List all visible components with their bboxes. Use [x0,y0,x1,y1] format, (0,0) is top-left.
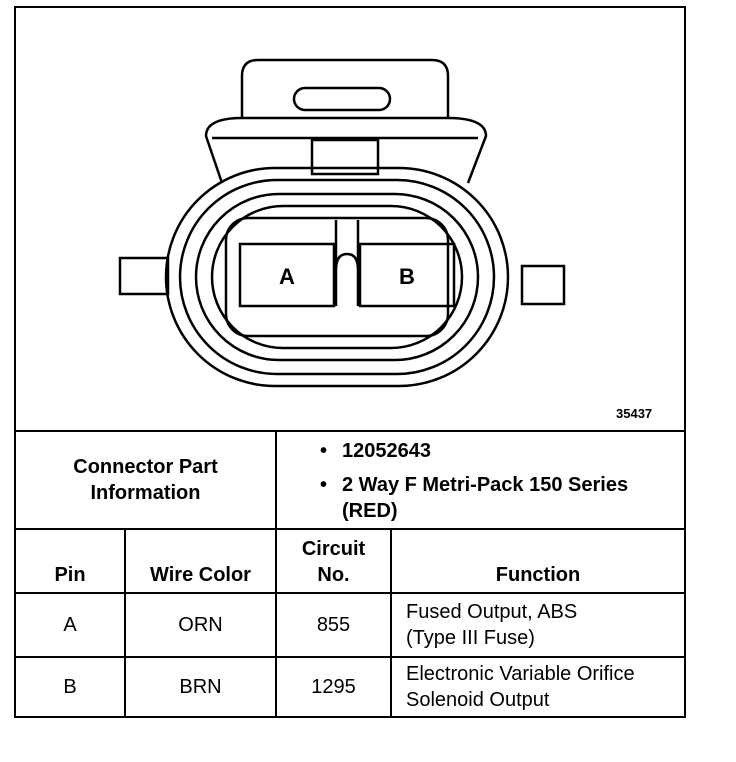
outer-shell [164,166,510,388]
seal-ring [210,204,464,350]
pin-cavity-b [358,242,456,308]
part-description: 2 Way F Metri-Pack 150 Series (RED) [342,474,629,522]
shell-ring-2 [178,178,496,376]
pin-label-a: A [279,264,295,289]
divider-col-2 [275,528,277,716]
cell-function: Fused Output, ABS (Type III Fuse) [406,601,578,649]
cell-circuit-no: 1295 [311,676,356,698]
bullet-mark: • [320,440,328,462]
figure-id: 35437 [616,406,653,421]
connector-latch-tab [240,58,450,118]
cavity-outline [224,216,450,338]
pin-cavity-a [238,242,336,308]
right-ear [520,264,566,306]
divider-header [16,592,684,594]
connector-face-drawing: A B [118,58,566,388]
divider-col-1 [124,528,126,716]
divider-row-a [16,656,684,658]
center-key [334,220,360,271]
bullet-mark: • [320,474,328,496]
cell-function: Electronic Variable Orifice Solenoid Out… [406,663,635,711]
latch-stem [310,138,380,176]
divider-part-col [275,430,277,528]
pin-label-b: B [399,264,415,289]
part-number: 12052643 [342,440,431,462]
part-info-item: • 12052643 [316,438,676,464]
left-ear [118,256,170,296]
shell-ring-3 [194,192,480,362]
header-circuit-no: Circuit No. [301,538,366,586]
divider-col-3 [390,528,392,716]
divider-top [16,430,684,432]
latch-slot [292,86,392,112]
part-info-item: • 2 Way F Metri-Pack 150 Series (RED) [316,472,676,524]
cell-wire-color: ORN [178,614,223,636]
cell-wire-color: BRN [179,676,222,698]
connector-barrel [204,116,488,184]
cell-circuit-no: 855 [316,614,351,636]
part-info-list: • 12052643 • 2 Way F Metri-Pack 150 Seri… [316,438,676,532]
header-wire-color: Wire Color [150,564,251,586]
connector-diagram-frame: A B 35437 Connector Part Information • 1… [14,6,686,718]
cell-pin: A [63,614,77,636]
divider-part-info [16,528,684,530]
header-function: Function [495,564,581,586]
cell-pin: B [63,676,77,698]
header-pin: Pin [54,564,86,586]
part-info-label: Connector Part Information [73,456,218,504]
